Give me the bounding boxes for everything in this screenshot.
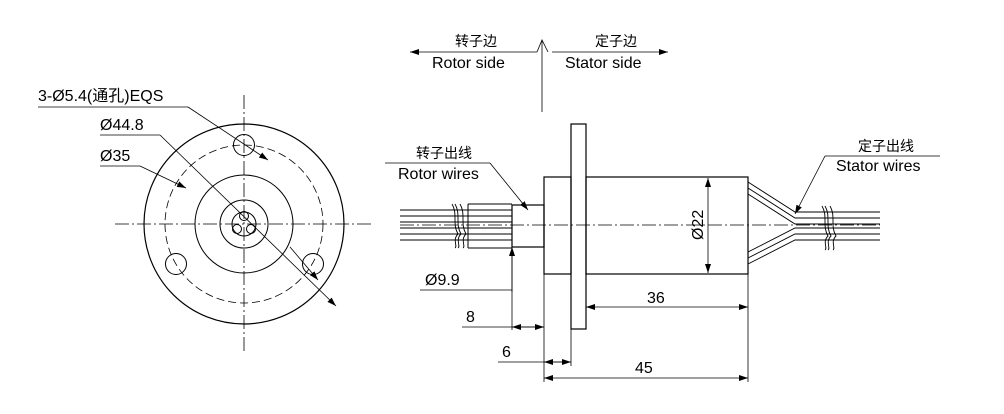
flange [570, 123, 587, 330]
stator-wires-cn: 定子出线 [858, 139, 914, 155]
dim-8-label: 8 [466, 309, 475, 326]
holes-leader [187, 106, 269, 161]
mounting-hole [233, 134, 255, 156]
stator-wires-en: Stator wires [836, 158, 920, 175]
wire-hole [239, 211, 249, 221]
dia-pcd-label: Ø35 [100, 148, 130, 165]
dim-6-label: 6 [502, 344, 511, 361]
side-indicator: 转子边 Rotor side 定子边 Stator side [410, 34, 668, 112]
side-divider-notch [536, 39, 549, 53]
dia-outer-leader [159, 134, 337, 307]
rotor-wires-cn: 转子出线 [416, 146, 472, 162]
rotor-section [543, 176, 572, 275]
rotor-side-cn: 转子边 [455, 34, 497, 50]
rotor-wires-en: Rotor wires [398, 166, 479, 183]
wire-hole [232, 224, 242, 234]
rotor-wires-leader [489, 162, 529, 211]
rotor-side-en: Rotor side [432, 55, 505, 72]
dia-outer-label: Ø44.8 [100, 117, 144, 134]
shaft-dia-label: Ø9.9 [425, 272, 460, 289]
body-dia-label: Ø22 [690, 210, 707, 240]
dim-45-label: 45 [635, 360, 653, 377]
wire-hole [246, 224, 256, 234]
stator-wire-bundle [747, 181, 880, 265]
mounting-hole [302, 253, 324, 275]
dim-36-label: 36 [647, 290, 665, 307]
stator-side-en: Stator side [565, 55, 642, 72]
pitch-circle [164, 144, 324, 304]
mounting-hole [165, 253, 187, 275]
shaft [511, 204, 545, 248]
dia-pcd-leader-2 [289, 246, 319, 281]
outer-flange-circle [143, 123, 345, 325]
rotor-wire-bundle [400, 203, 512, 249]
stator-body [585, 176, 749, 275]
dia-pcd-leader [139, 165, 187, 189]
shaft-circle [219, 199, 269, 249]
front-view: 3-Ø5.4(通孔)EQS Ø44.8 Ø35 [38, 87, 372, 352]
body-circle [194, 174, 294, 274]
side-view: 转子出线 Rotor wires 定子出线 Stator wires Ø9.9 … [385, 123, 940, 382]
stator-wires-leader [794, 155, 826, 215]
stator-side-cn: 定子边 [595, 34, 637, 50]
holes-label: 3-Ø5.4(通孔)EQS [38, 87, 163, 105]
